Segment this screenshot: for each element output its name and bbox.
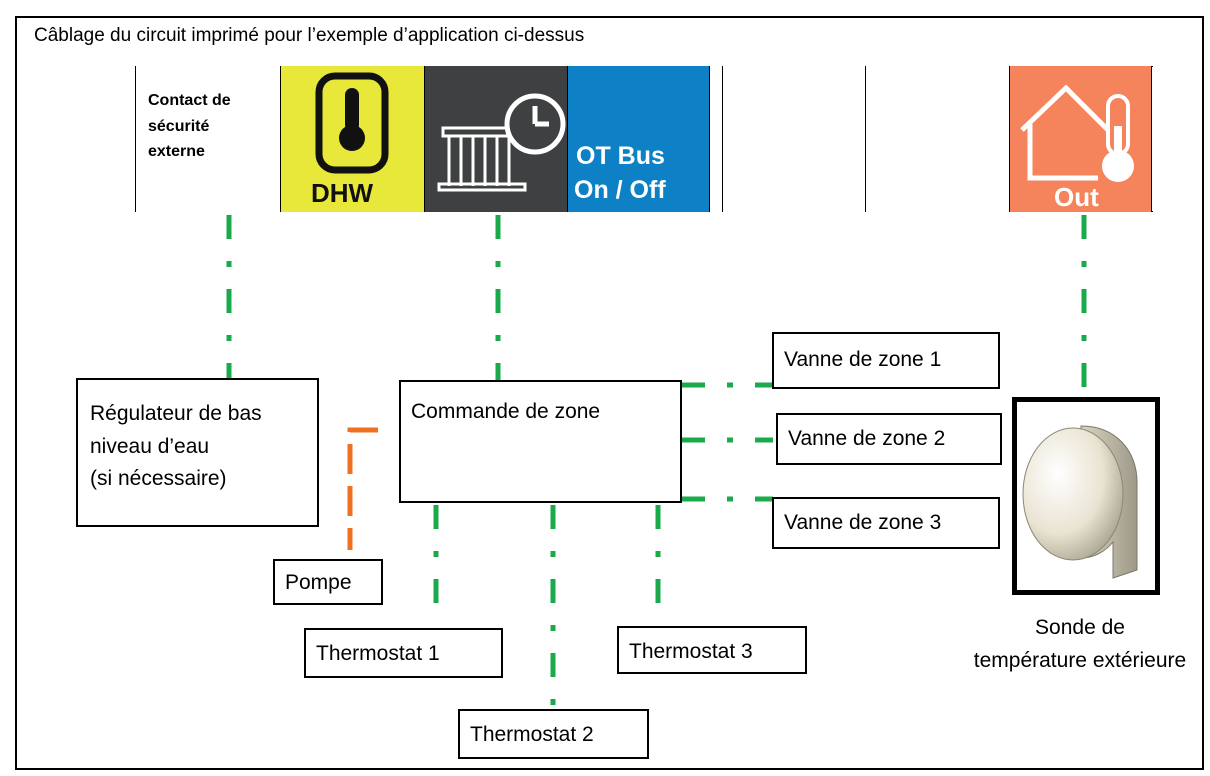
security-contact-line-2: sécurité xyxy=(148,117,210,135)
thermostat-3-label: Thermostat 3 xyxy=(629,640,753,663)
zone-control-box: Commande de zone xyxy=(399,380,682,503)
sensor-caption-line-1: Sonde de xyxy=(1035,616,1125,639)
zone-control-label: Commande de zone xyxy=(411,400,601,423)
diagram-frame xyxy=(15,16,1204,770)
thermostat-1-box: Thermostat 1 xyxy=(304,628,503,678)
thermostat-2-label: Thermostat 2 xyxy=(470,723,594,746)
thermostat-1-label: Thermostat 1 xyxy=(316,642,440,665)
pump-label: Pompe xyxy=(285,571,352,594)
pump-box: Pompe xyxy=(273,559,383,605)
house-thermometer-icon xyxy=(1020,84,1134,182)
slot-empty-1 xyxy=(709,66,722,212)
thermostat-3-box: Thermostat 3 xyxy=(617,626,807,674)
on-off-label: On / Off xyxy=(574,176,666,204)
zone-valve-3-label: Vanne de zone 3 xyxy=(784,511,942,534)
security-contact-line-3: externe xyxy=(148,143,205,161)
low-water-line-2: niveau d’eau xyxy=(90,434,210,458)
radiator-clock-icon xyxy=(437,93,566,192)
dhw-label: DHW xyxy=(311,178,374,208)
out-label: Out xyxy=(1054,182,1099,212)
outdoor-sensor-frame xyxy=(1012,397,1160,595)
slot-dhw: DHW xyxy=(280,66,424,212)
zone-valve-1-label: Vanne de zone 1 xyxy=(784,348,942,371)
slot-heating xyxy=(424,66,567,212)
slot-ot-bus: OT Bus On / Off xyxy=(567,66,709,212)
slot-empty-2 xyxy=(722,66,865,212)
thermometer-icon xyxy=(315,72,389,174)
wire-pump xyxy=(347,427,378,550)
zone-valve-2-box: Vanne de zone 2 xyxy=(776,413,1002,465)
outdoor-sensor-icon xyxy=(1022,425,1138,579)
low-water-line-3: (si nécessaire) xyxy=(90,467,227,491)
zone-valve-3-box: Vanne de zone 3 xyxy=(772,497,1000,549)
slot-security-contact: Contact de sécurité externe xyxy=(135,66,280,212)
diagram-title: Câblage du circuit imprimé pour l’exempl… xyxy=(34,25,585,46)
sensor-caption-line-2: température extérieure xyxy=(973,648,1187,672)
zone-valve-1-box: Vanne de zone 1 xyxy=(772,332,1000,389)
security-contact-line-1: Contact de xyxy=(148,92,231,109)
ot-bus-label: OT Bus xyxy=(576,142,665,170)
low-water-regulator-box: Régulateur de bas niveau d’eau (si néces… xyxy=(76,378,319,527)
thermostat-2-box: Thermostat 2 xyxy=(458,709,649,759)
slot-empty-3 xyxy=(865,66,1009,212)
zone-valve-2-label: Vanne de zone 2 xyxy=(788,427,946,450)
low-water-line-1: Régulateur de bas xyxy=(90,402,262,425)
outdoor-sensor-caption: Sonde de température extérieure xyxy=(970,612,1190,677)
slot-outdoor: Out xyxy=(1009,66,1152,212)
